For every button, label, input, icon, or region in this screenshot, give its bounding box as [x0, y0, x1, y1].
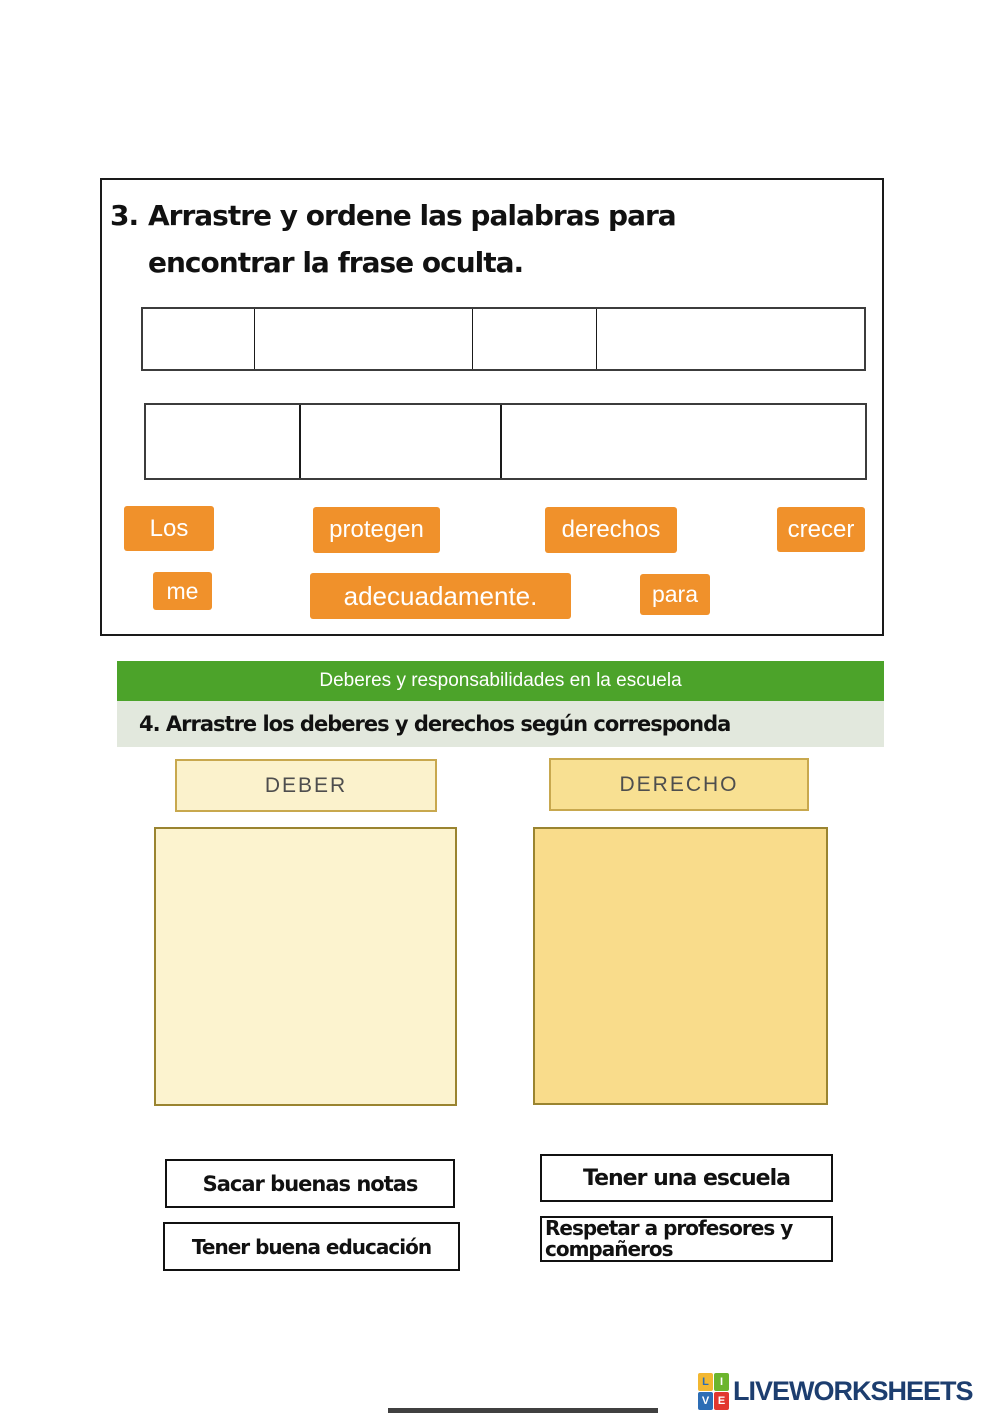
section-banner-title: Deberes y responsabilidades en la escuel…	[319, 670, 682, 691]
liveworksheets-logo: L I V E LIVEWORKSHEETS	[698, 1372, 974, 1410]
question-3-instruction: 3. Arrastre y ordene las palabras para e…	[110, 192, 677, 286]
word-tile-los[interactable]: Los	[124, 506, 214, 551]
section-banner: Deberes y responsabilidades en la escuel…	[117, 661, 884, 701]
phrase-drop-row-1	[141, 307, 866, 371]
liveworksheets-grid-icon: L I V E	[698, 1372, 729, 1410]
drop-cell[interactable]	[146, 405, 301, 478]
derecho-column-header: DERECHO	[549, 758, 809, 811]
draggable-sacar-buenas-notas[interactable]: Sacar buenas notas	[165, 1159, 455, 1208]
question-3-panel: 3. Arrastre y ordene las palabras para e…	[100, 178, 884, 636]
logo-letter-v: V	[698, 1391, 713, 1410]
draggable-tener-buena-educacion[interactable]: Tener buena educación	[163, 1222, 460, 1271]
draggable-tener-una-escuela[interactable]: Tener una escuela	[540, 1154, 833, 1202]
drop-cell[interactable]	[597, 309, 864, 369]
drop-cell[interactable]	[473, 309, 597, 369]
question-3-number: 3.	[110, 199, 139, 232]
word-tile-protegen[interactable]: protegen	[313, 507, 440, 553]
word-tile-crecer[interactable]: crecer	[777, 507, 865, 552]
word-tile-para[interactable]: para	[640, 574, 710, 615]
liveworksheets-wordmark: LIVEWORKSHEETS	[733, 1375, 974, 1406]
question-3-text: Arrastre y ordene las palabras para enco…	[148, 199, 677, 279]
word-tile-derechos[interactable]: derechos	[545, 507, 677, 553]
drop-cell[interactable]	[502, 405, 865, 478]
word-tile-me[interactable]: me	[153, 572, 212, 610]
question-4-instruction: 4. Arrastre los deberes y derechos según…	[139, 712, 731, 736]
deber-drop-zone[interactable]	[154, 827, 457, 1106]
derecho-drop-zone[interactable]	[533, 827, 828, 1105]
deber-column-header: DEBER	[175, 759, 437, 812]
logo-letter-i: I	[714, 1372, 729, 1391]
drop-cell[interactable]	[301, 405, 502, 478]
drop-cell[interactable]	[143, 309, 255, 369]
drop-cell[interactable]	[255, 309, 473, 369]
logo-letter-e: E	[714, 1391, 729, 1410]
logo-letter-l: L	[698, 1372, 713, 1391]
word-tile-adecuadamente[interactable]: adecuadamente.	[310, 573, 571, 619]
question-4-bar: 4. Arrastre los deberes y derechos según…	[117, 701, 884, 747]
phrase-drop-row-2	[144, 403, 867, 480]
draggable-respetar-profesores[interactable]: Respetar a profesores y compañeros	[540, 1216, 833, 1262]
cutoff-artifact	[388, 1408, 658, 1413]
